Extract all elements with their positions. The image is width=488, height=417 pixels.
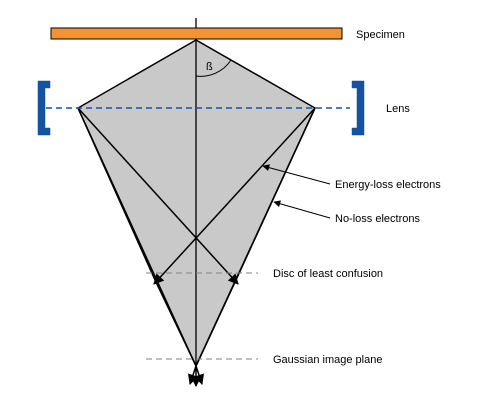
no-loss-pointer	[273, 200, 331, 219]
focus-arrow-left	[188, 365, 198, 385]
disc-label: Disc of least confusion	[273, 268, 383, 280]
lens-bracket-left	[37, 80, 51, 136]
energy-loss-ray-right	[153, 107, 316, 285]
energy-loss-pointer	[262, 164, 331, 185]
beta-angle-label: ß	[206, 61, 213, 73]
lens-bracket-right	[351, 80, 365, 136]
no-loss-ray-left	[77, 107, 197, 367]
energy-loss-ray-left	[77, 107, 239, 285]
no-loss-label: No-loss electrons	[335, 213, 420, 225]
specimen-label: Specimen	[356, 29, 405, 41]
specimen-bar	[50, 27, 343, 40]
lens-label: Lens	[386, 103, 410, 115]
beta-angle-arc	[195, 59, 232, 77]
focus-arrow-right	[194, 365, 204, 385]
energy-loss-label: Energy-loss electrons	[335, 179, 441, 191]
gaussian-label: Gaussian image plane	[273, 354, 382, 366]
no-loss-ray-right	[195, 107, 316, 367]
